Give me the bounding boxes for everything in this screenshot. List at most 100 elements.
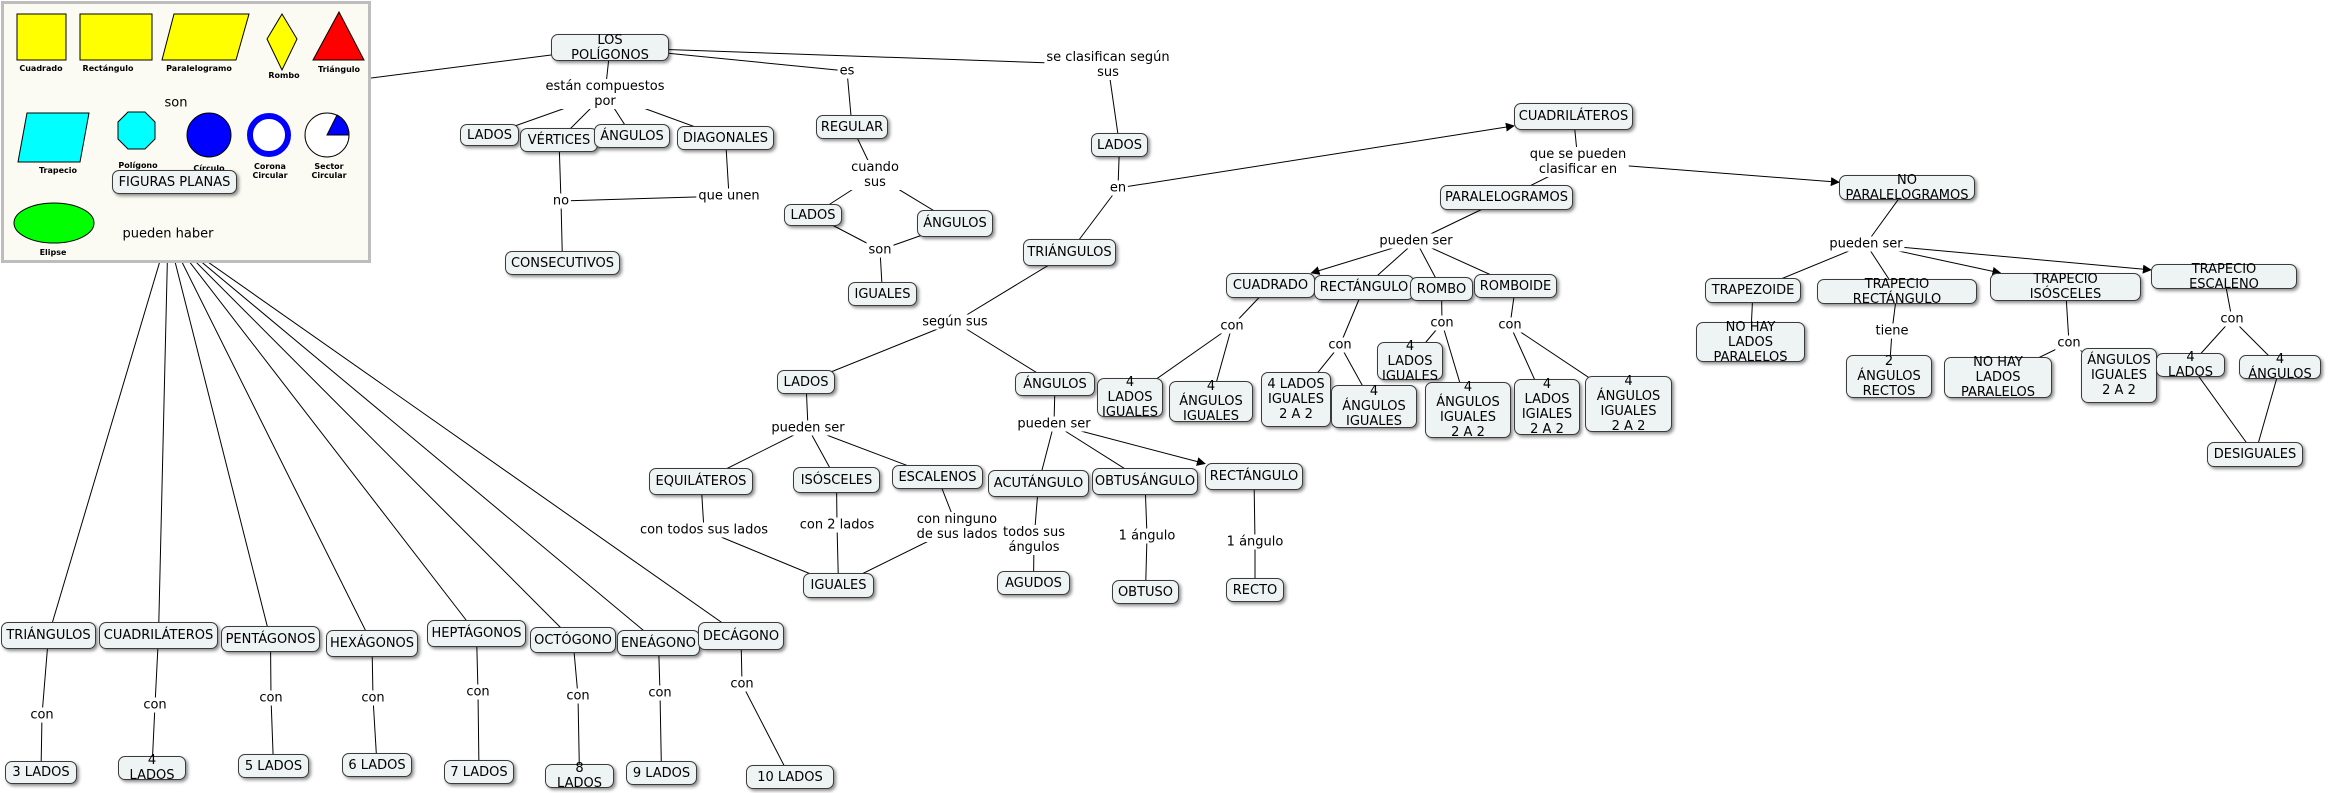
concept-node-l5[interactable]: 5 LADOS: [238, 754, 309, 778]
legend-caption-rombo: Rombo: [268, 71, 300, 80]
connector-poligonos-clasifican: [609, 47, 1109, 66]
concept-node-l10[interactable]: 10 LADOS: [746, 765, 834, 789]
concept-node-escalenos[interactable]: ESCALENOS: [892, 465, 983, 489]
concept-node-consecutivos[interactable]: CONSECUTIVOS: [505, 251, 620, 275]
concept-node-esc-4l[interactable]: 4 LADOS: [2156, 350, 2225, 380]
link-phrase-todosang: todos sus ángulos: [1001, 525, 1067, 555]
concept-node-romb-4l2[interactable]: 4 LADOS IGIALES 2 A 2: [1514, 377, 1580, 437]
connector-puedenhaber-b_ene: [167, 233, 659, 644]
concept-node-vertices[interactable]: VÉRTICES: [520, 128, 598, 152]
concept-node-cuad-4ai[interactable]: 4 ÁNGULOS IGUALES: [1169, 379, 1253, 424]
link-phrase-con-cuad: con: [1218, 318, 1246, 334]
concept-node-l4[interactable]: 4 LADOS: [118, 753, 186, 783]
concept-node-recto[interactable]: RECTO: [1226, 578, 1284, 602]
link-phrase-con-b7: con: [646, 685, 674, 701]
concept-node-rectangulo-t[interactable]: RECTÁNGULO: [1205, 463, 1303, 490]
concept-node-l8[interactable]: 8 LADOS: [545, 761, 614, 791]
circular-ring-shape-icon: [247, 113, 291, 157]
concept-node-isosceles[interactable]: ISÓSCELES: [793, 467, 880, 493]
link-phrase-con-b2: con: [141, 697, 169, 713]
concept-node-desiguales[interactable]: DESIGUALES: [2207, 442, 2303, 467]
concept-node-l6[interactable]: 6 LADOS: [342, 753, 412, 777]
concept-node-nohay2[interactable]: NO HAY LADOS PARALELOS: [1944, 355, 2052, 400]
link-phrase-con2lados: con 2 lados: [797, 517, 877, 533]
concept-node-iguales1[interactable]: IGUALES: [848, 282, 917, 306]
concept-node-rombo[interactable]: ROMBO: [1410, 277, 1473, 301]
concept-node-angulos3[interactable]: ÁNGULOS: [1015, 372, 1095, 396]
concept-node-romb-4a2[interactable]: 4 ÁNGULOS IGUALES 2 A 2: [1585, 374, 1672, 434]
concept-node-esc-4a[interactable]: 4 ÁNGULOS: [2239, 352, 2321, 382]
concept-node-lados1[interactable]: LADOS: [460, 124, 519, 146]
concept-node-b-ene[interactable]: ENEÁGONO: [617, 630, 700, 656]
concept-node-b-oct[interactable]: OCTÓGONO: [530, 627, 616, 653]
concept-node-iguales2[interactable]: IGUALES: [803, 573, 874, 598]
link-phrase-cuandosus: cuando sus: [849, 160, 901, 190]
link-phrase-clasifican: se clasifican según sus: [1044, 50, 1172, 80]
concept-node-rombo-4a2[interactable]: 4 ÁNGULOS IGUALES 2 A 2: [1425, 380, 1511, 440]
legend-caption-trapecio: Trapecio: [38, 166, 78, 175]
concept-node-b-pen[interactable]: PENTÁGONOS: [221, 626, 320, 652]
concept-node-agudos[interactable]: AGUDOS: [997, 571, 1070, 595]
concept-node-lados4[interactable]: LADOS: [777, 370, 835, 394]
concept-node-rombo-4li[interactable]: 4 LADOS IGUALES: [1377, 339, 1443, 384]
concept-node-regular[interactable]: REGULAR: [816, 115, 888, 139]
concept-node-angulos2[interactable]: ÁNGULOS: [917, 210, 993, 237]
connector-puedenhaber-b_hep: [167, 233, 477, 634]
concept-node-acutangulo[interactable]: ACUTÁNGULO: [988, 470, 1089, 497]
concept-node-rect-4ai[interactable]: 4 ÁNGULOS IGUALES: [1331, 384, 1417, 429]
concept-node-obtuso[interactable]: OBTUSO: [1112, 580, 1179, 604]
concept-node-l9[interactable]: 9 LADOS: [626, 761, 697, 785]
concept-node-lados3[interactable]: LADOS: [1091, 133, 1148, 157]
concept-node-nohay1[interactable]: NO HAY LADOS PARALELOS: [1696, 320, 1805, 365]
connector-puedenhaber-b_cua: [158, 233, 169, 636]
concept-node-triangulos1[interactable]: TRIÁNGULOS: [1023, 239, 1116, 266]
concept-node-cuadrilateros[interactable]: CUADRILÁTEROS: [1514, 103, 1633, 130]
concept-node-noparalelogramos[interactable]: NO PARALELOGRAMOS: [1839, 173, 1975, 203]
concept-node-b-dec[interactable]: DECÁGONO: [698, 622, 784, 650]
connector-puedenhaber-b_hex: [167, 233, 373, 644]
connector-con_b8-l10: [741, 683, 791, 778]
concept-node-obtusangulo[interactable]: OBTUSÁNGULO: [1092, 468, 1198, 495]
concept-node-cuad-4li[interactable]: 4 LADOS IGUALES: [1097, 375, 1163, 420]
concept-node-b-hep[interactable]: HEPTÁGONOS: [427, 620, 526, 647]
concept-node-l3[interactable]: 3 LADOS: [5, 761, 77, 784]
connector-esc_4a-desiguales: [2254, 366, 2281, 455]
link-phrase-compuestos: están compuestos por: [543, 79, 667, 109]
concept-node-rectangulo-c[interactable]: RECTÁNGULO: [1314, 275, 1414, 300]
connector-puedenhaber-b_dec: [167, 233, 742, 637]
concept-node-figuras[interactable]: FIGURAS PLANAS: [112, 170, 237, 194]
concept-node-b-cua[interactable]: CUADRILÁTEROS: [99, 622, 218, 649]
concept-node-l7[interactable]: 7 LADOS: [444, 760, 514, 784]
concept-node-diagonales[interactable]: DIAGONALES: [677, 126, 774, 150]
concept-node-dos-ang[interactable]: 2 ÁNGULOS RECTOS: [1846, 354, 1932, 399]
link-phrase-segunsus: según sus: [920, 314, 990, 330]
circular-sector-shape-icon: [326, 114, 350, 136]
link-phrase-unang2: 1 ángulo: [1224, 534, 1286, 550]
concept-node-poligonos[interactable]: LOS POLÍGONOS: [551, 33, 669, 63]
concept-node-trap-esc[interactable]: TRAPECIO ESCALENO: [2151, 262, 2297, 292]
concept-node-trap-rect[interactable]: TRAPECIO RECTÁNGULO: [1817, 277, 1977, 307]
legend-caption-circulo: Círculo: [193, 164, 225, 173]
concept-node-lados2[interactable]: LADOS: [784, 204, 842, 226]
square-shape-icon: [16, 13, 67, 61]
concept-node-trap-iso[interactable]: TRAPECIO ISÓSCELES: [1990, 272, 2141, 302]
concept-node-b-hex[interactable]: HEXÁGONOS: [326, 630, 418, 657]
concept-node-angulos1[interactable]: ÁNGULOS: [594, 124, 670, 148]
polygon-shape-icon: [117, 111, 156, 150]
concept-node-trapezoide[interactable]: TRAPEZOIDE: [1705, 278, 1801, 303]
concept-node-equilateros[interactable]: EQUILÁTEROS: [649, 468, 753, 495]
link-phrase-puedenhaber: pueden haber: [120, 226, 216, 242]
concept-node-paralelogramos[interactable]: PARALELOGRAMOS: [1440, 185, 1573, 210]
concept-node-rect-4l2[interactable]: 4 LADOS IGUALES 2 A 2: [1261, 372, 1331, 427]
link-phrase-con-b8: con: [728, 676, 756, 692]
concept-node-ang-ig22[interactable]: ÁNGULOS IGUALES 2 A 2: [2081, 348, 2157, 403]
link-phrase-en: en: [1107, 180, 1129, 196]
connector-en-cuadrilateros: [1117, 122, 1515, 189]
concept-node-cuadrado[interactable]: CUADRADO: [1226, 273, 1315, 298]
link-phrase-con-b1: con: [28, 707, 56, 723]
link-phrase-unang1: 1 ángulo: [1116, 528, 1178, 544]
concept-node-b-tri[interactable]: TRIÁNGULOS: [1, 622, 96, 649]
concept-node-romboide[interactable]: ROMBOIDE: [1474, 274, 1557, 298]
